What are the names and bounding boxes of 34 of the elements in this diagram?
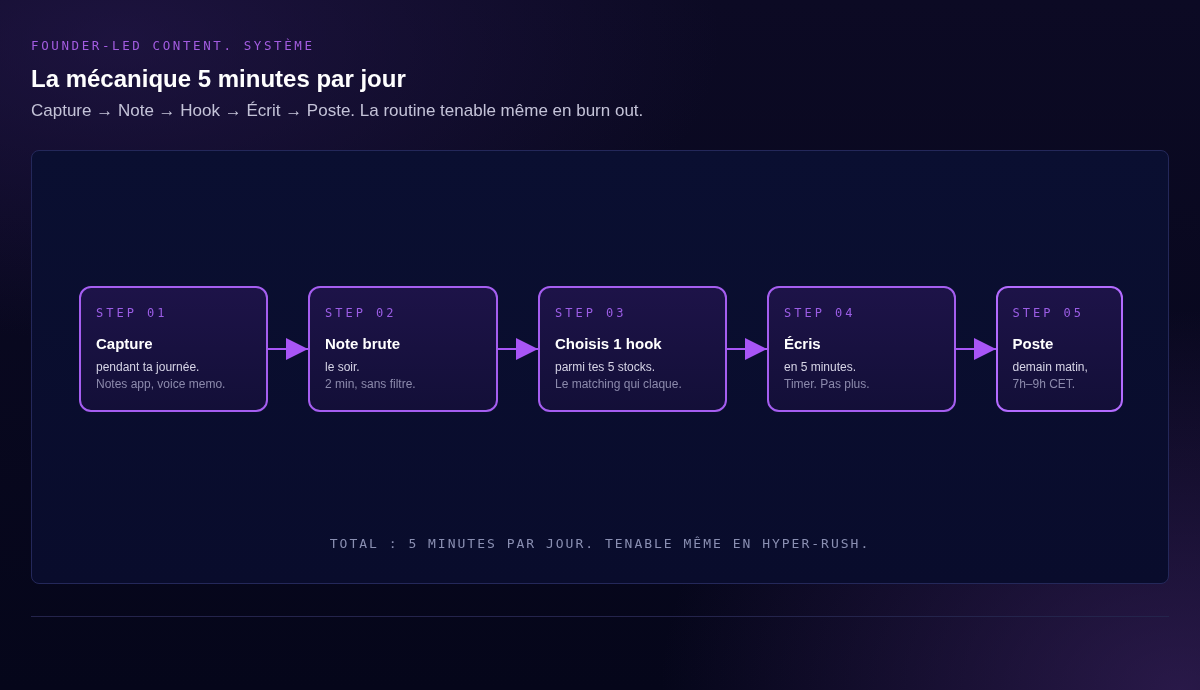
step-card: [308, 286, 498, 412]
arrow: [267, 338, 309, 360]
step-description: parmi tes 5 stocks.: [555, 360, 656, 375]
step-detail: Notes app, voice memo.: [96, 377, 226, 392]
eyebrow-label: FOUNDER-LED CONTENT. SYSTÈME: [31, 38, 315, 54]
step-number: STEP 01: [96, 305, 168, 321]
arrow: [955, 338, 997, 360]
step-number: STEP 04: [784, 305, 856, 321]
step-title: Choisis 1 hook: [555, 334, 662, 353]
step-description: en 5 minutes.: [784, 360, 857, 375]
step-number: STEP 03: [555, 305, 627, 321]
step-title: Capture: [96, 334, 153, 353]
step-card: [767, 286, 956, 412]
step-number: STEP 05: [1012, 304, 1085, 321]
flow-panel: [31, 150, 1169, 584]
step-card: [996, 286, 1123, 412]
step-detail: Timer. Pas plus.: [784, 377, 870, 392]
step-description: demain matin,: [1012, 359, 1088, 375]
arrow: [726, 338, 768, 360]
summary-note: TOTAL : 5 MINUTES PAR JOUR. TENABLE MÊME EN HYPER-RUSH.: [329, 536, 871, 552]
step-detail: 7h–9h CET.: [1012, 376, 1076, 392]
step-number: STEP 02: [325, 305, 397, 321]
step-detail: 2 min, sans filtre.: [325, 377, 416, 392]
step-card: [79, 286, 268, 412]
subtitle: Capture → Note → Hook → Écrit → Poste. La routine tenable même en burn out.: [31, 100, 644, 122]
step-title: Poste: [1012, 333, 1054, 353]
step-title: Écris: [784, 334, 821, 353]
step-title: Note brute: [325, 334, 400, 353]
step-description: pendant ta journée.: [96, 360, 200, 375]
step-description: le soir.: [325, 360, 360, 375]
arrow: [497, 338, 539, 360]
page-title: La mécanique 5 minutes par jour: [31, 64, 406, 94]
step-card: [538, 286, 727, 412]
step-detail: Le matching qui claque.: [555, 377, 682, 392]
